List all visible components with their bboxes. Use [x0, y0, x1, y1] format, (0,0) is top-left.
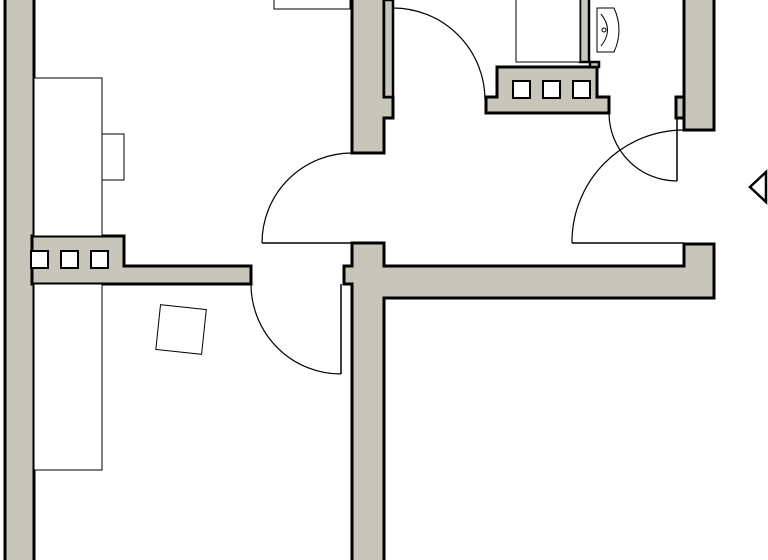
door-swing-icon [392, 7, 486, 101]
ventilation-shaft-icon [512, 80, 531, 99]
door-swing-icon [608, 112, 678, 182]
door-swing-icon [250, 283, 342, 375]
nightstand [155, 304, 207, 355]
wall-bath-divider [578, 0, 591, 64]
chair [101, 133, 125, 181]
room-lower-right [384, 298, 768, 560]
hallway [384, 110, 684, 266]
ventilation-shaft-icon [572, 80, 591, 99]
wall-outer-left [3, 0, 36, 560]
wardrobe [273, 0, 351, 10]
wall-right-upper [674, 0, 716, 132]
wall-bath-left [382, 0, 395, 99]
ventilation-shaft-icon [60, 250, 79, 269]
ventilation-shaft-icon [90, 250, 109, 269]
wall-left-horizontal [30, 234, 253, 286]
ventilation-shaft-icon [30, 250, 49, 269]
bathtub [515, 0, 581, 63]
bed [33, 283, 103, 471]
wall-hall-lower [342, 241, 716, 560]
ventilation-shaft-icon [542, 80, 561, 99]
wall-bath-right [588, 60, 601, 69]
entrance-arrow-icon [748, 169, 768, 205]
drain [601, 27, 607, 33]
door-swing-icon [571, 129, 685, 244]
desk [33, 77, 103, 237]
door-swing-icon [261, 152, 353, 244]
